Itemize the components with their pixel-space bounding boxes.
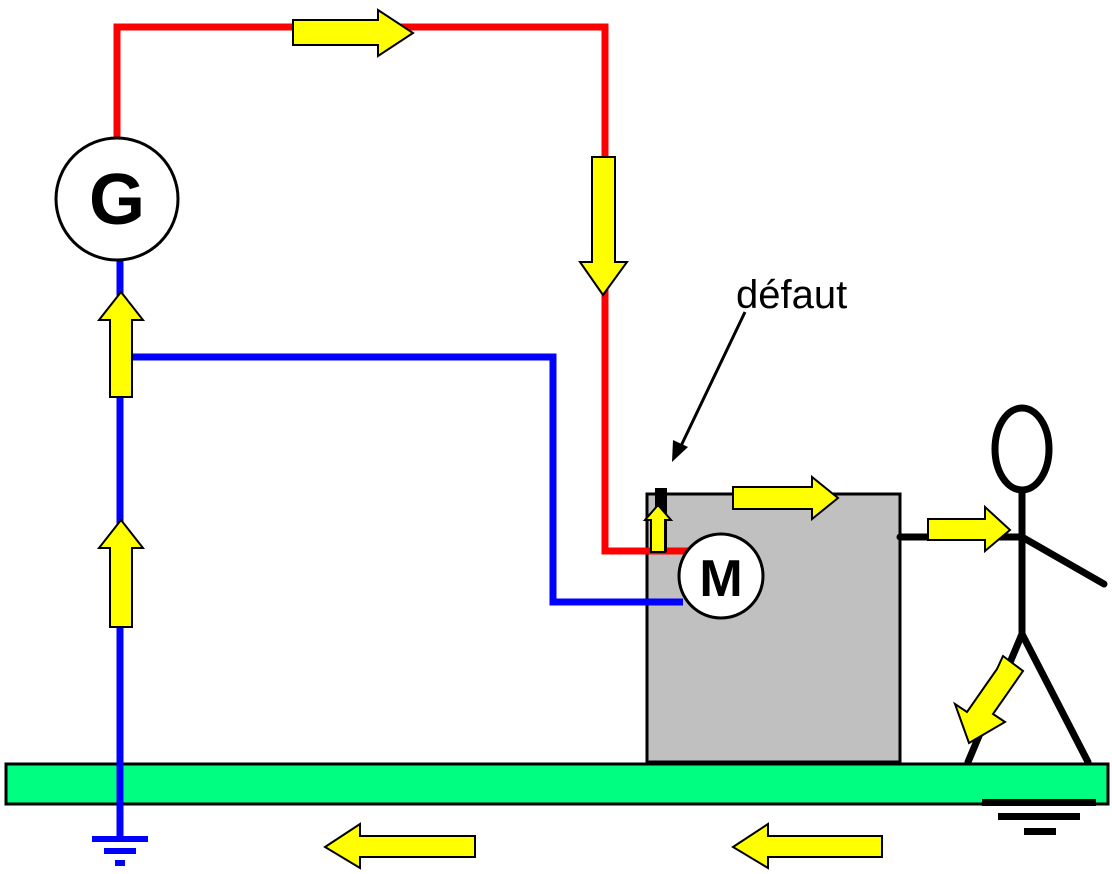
person <box>896 404 1108 766</box>
current-arrow-ground-right <box>731 822 883 870</box>
current-arrow-leg <box>953 654 1025 745</box>
phase-conductor <box>113 23 688 555</box>
generator: G <box>54 136 180 262</box>
ground-earth-symbol <box>982 799 1096 835</box>
current-arrow-neutral-upper <box>96 290 146 398</box>
ground-plane <box>4 762 1110 806</box>
person-head <box>991 404 1053 494</box>
current-arrow-ground-left <box>323 822 476 870</box>
current-arrow-down <box>578 156 629 297</box>
fault-pointer-arrow <box>672 311 747 462</box>
current-arrow-enclosure <box>732 474 840 522</box>
current-arrow-fault <box>642 503 674 553</box>
current-arrow-neutral-lower <box>96 518 146 628</box>
neutral-return-conductor <box>124 353 683 606</box>
motor: M <box>677 532 765 620</box>
generator-label: G <box>89 160 145 240</box>
generator-symbol <box>54 136 180 262</box>
motor-label: M <box>699 550 742 608</box>
current-arrow-top <box>292 8 415 58</box>
current-arrow-arm <box>927 504 1012 554</box>
neutral-earth-symbol <box>92 836 148 866</box>
fault-label: défaut <box>736 273 847 317</box>
motor-symbol <box>677 532 765 620</box>
motor-enclosure <box>645 492 902 764</box>
